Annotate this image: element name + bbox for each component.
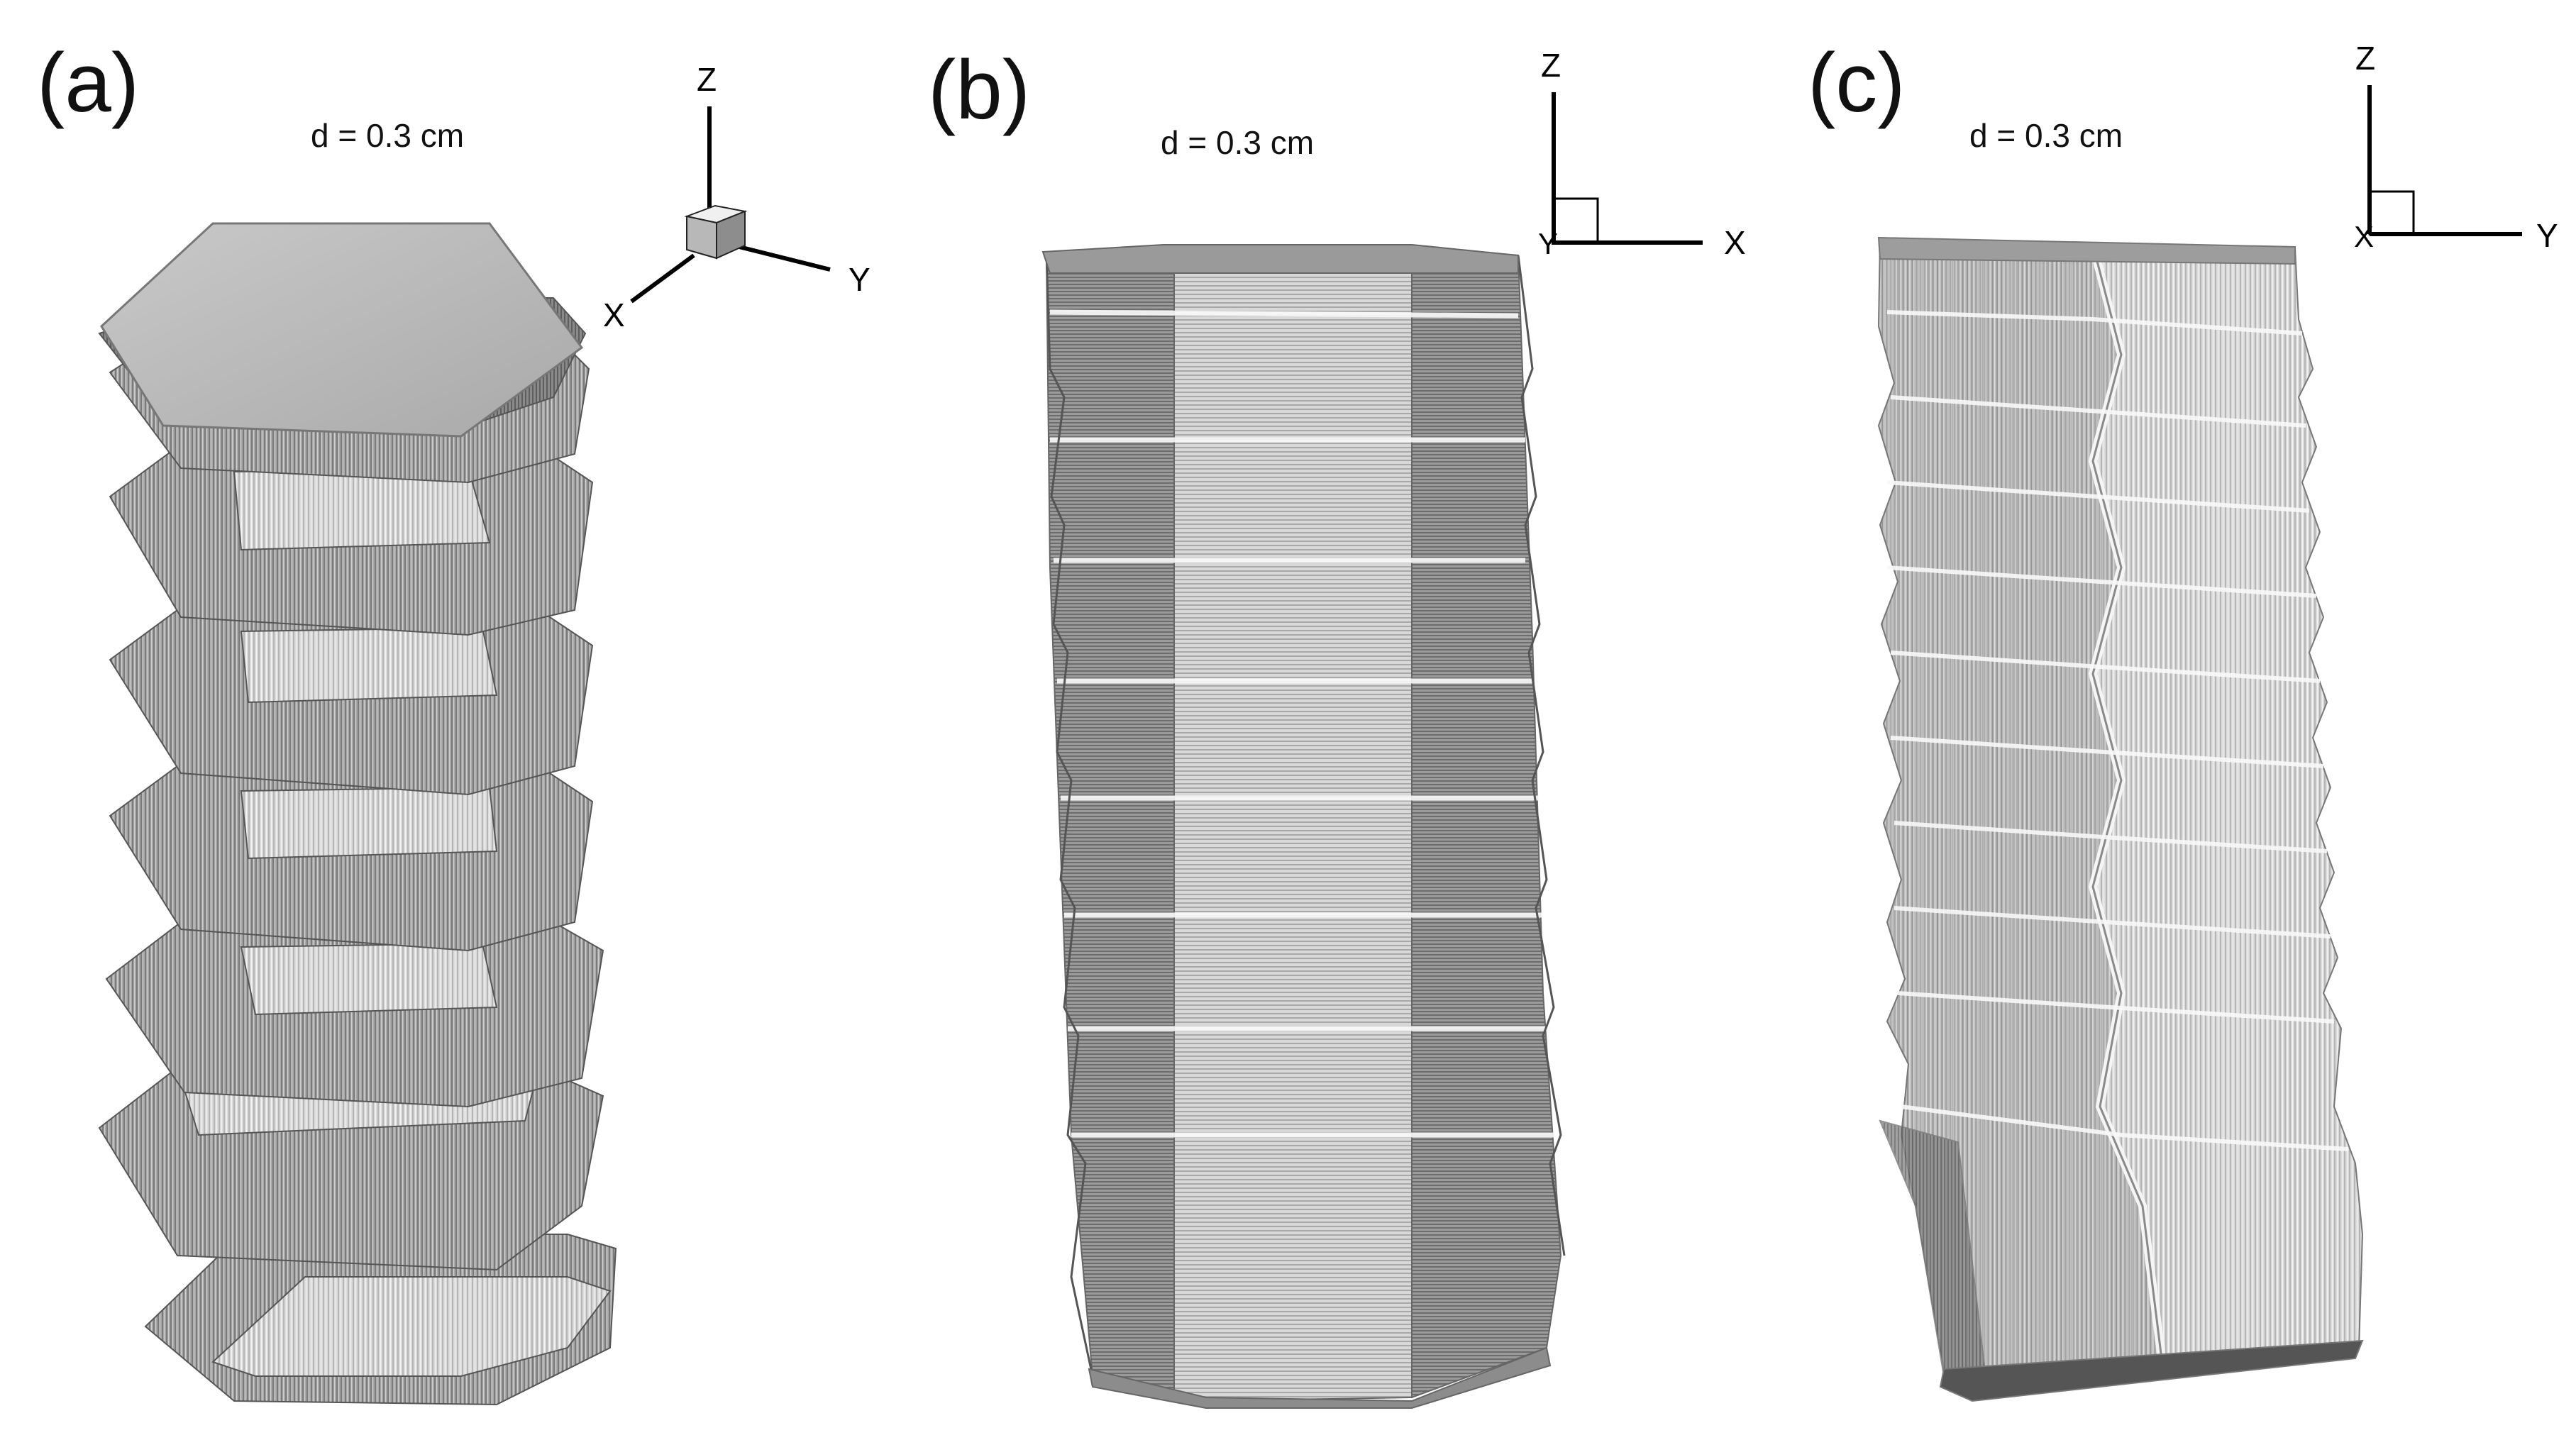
panel-c-axis-triad xyxy=(2367,85,2522,236)
panel-a-triad-cube xyxy=(684,204,748,260)
panel-b-hidden-axis-label: Y xyxy=(1538,227,1558,260)
panel-a-tower xyxy=(98,222,617,1406)
panel-a-z-label: Z xyxy=(697,61,717,98)
panel-a-label: (a) xyxy=(37,36,140,130)
panel-c-hidden-axis-label: X xyxy=(2354,220,2374,253)
panel-b-axis-triad xyxy=(1552,92,1703,245)
panel-b-z-label: Z xyxy=(1541,47,1561,84)
panel-a-axis-triad xyxy=(630,106,831,304)
panel-b-caption: d = 0.3 cm xyxy=(1161,124,1315,161)
panel-c-tower xyxy=(1877,236,2364,1402)
panel-c-z-label: Z xyxy=(2355,40,2375,77)
panel-c-y-label: Y xyxy=(2536,217,2558,254)
panel-a-y-label: Y xyxy=(848,261,870,298)
panel-b-label: (b) xyxy=(928,43,1031,137)
panel-c-x-axis-marker xyxy=(2368,190,2415,236)
panel-c-caption: d = 0.3 cm xyxy=(1969,117,2123,154)
panel-b-x-label: X xyxy=(1724,224,1746,261)
panel-a-y-axis xyxy=(730,243,831,272)
panel-a-caption: d = 0.3 cm xyxy=(311,117,465,154)
panel-b-y-axis-marker xyxy=(1552,197,1599,244)
panel-b-tower xyxy=(1041,243,1566,1409)
panel-c-label: (c) xyxy=(1808,36,1906,130)
panel-a-x-axis xyxy=(630,253,695,304)
panel-a-x-label: X xyxy=(603,297,625,333)
